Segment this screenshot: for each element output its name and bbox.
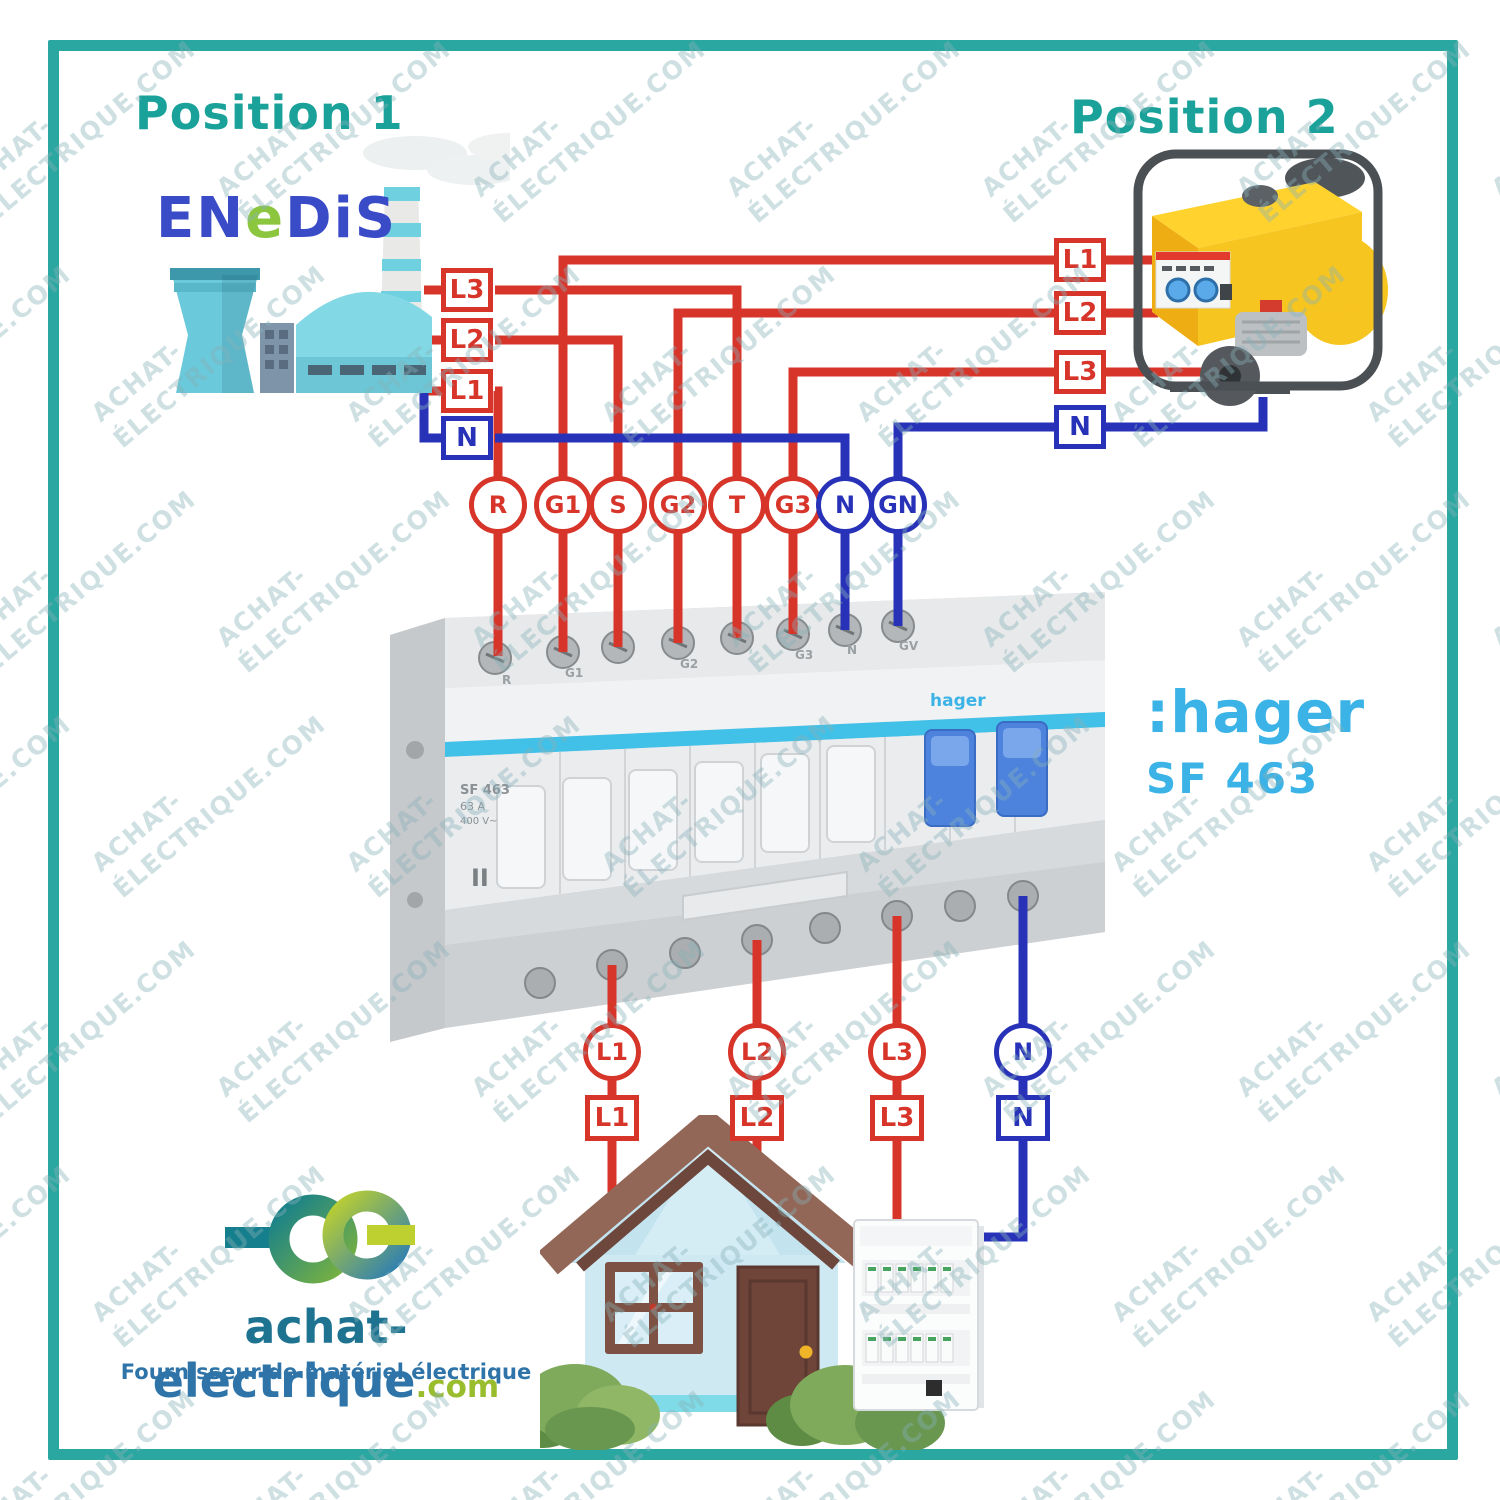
output-circle-l2: L2 (728, 1023, 786, 1081)
grid-label-l2: L2 (441, 318, 493, 362)
footer-tagline: Fournisseur de matériel électrique (120, 1360, 532, 1384)
wordmark-tld: .com (415, 1369, 500, 1405)
switch-toggles (496, 721, 1048, 889)
device-position-mark: II (471, 864, 489, 892)
terminal-T: T (708, 476, 766, 534)
chimney (381, 187, 422, 315)
output-circle-l3: L3 (868, 1023, 926, 1081)
generator-frame (1133, 149, 1383, 391)
house-illustration (540, 1115, 945, 1450)
hager-brand-text: :hager (1146, 678, 1366, 746)
achat-electrique-logo-mark (225, 1190, 415, 1284)
socket (1165, 277, 1191, 303)
device-print-G2: G2 (680, 657, 698, 671)
terminal-R: R (469, 476, 527, 534)
output-circle-n: N (994, 1023, 1052, 1081)
generator-label-l3: L3 (1054, 350, 1106, 394)
device-print-amps: 63 A (460, 800, 485, 813)
output-box-l3: L3 (870, 1095, 924, 1141)
wordmark-electrique: electrique (152, 1354, 416, 1408)
wordmark-dash: - (388, 1300, 408, 1354)
terminal-G3: G3 (764, 476, 822, 534)
enedis-logo-part2: e (245, 186, 286, 251)
window (605, 1262, 703, 1354)
device-print-GV: GV (899, 639, 919, 653)
electrical-panel-illustration (853, 1219, 984, 1411)
wordmark-achat: achat (244, 1300, 389, 1354)
generator-label-n: N (1054, 405, 1106, 449)
wire-gen-l1-to-G1 (558, 255, 1158, 480)
generator-illustration (1133, 149, 1388, 406)
roof (540, 1115, 880, 1275)
terminal-G2: G2 (649, 476, 707, 534)
output-box-l1: L1 (585, 1095, 639, 1141)
power-plant-illustration (170, 133, 510, 393)
grid-label-n: N (441, 416, 493, 460)
switch-handle (682, 870, 848, 922)
generator-label-l2: L2 (1054, 291, 1106, 335)
device-print-volts: 400 V~ (460, 816, 498, 827)
device-print-R: R (502, 673, 511, 687)
output-circle-l1: L1 (583, 1023, 641, 1081)
terminal-GN: GN (869, 476, 927, 534)
achat-electrique-wordmark: achat-electrique.com (88, 1300, 564, 1408)
device-left-cap (390, 618, 445, 1042)
device-top-terminal-band (445, 592, 1105, 688)
position-1-title: Position 1 (135, 86, 404, 140)
device-face-brand: hager (930, 691, 986, 711)
cooling-tower (172, 275, 258, 393)
engine-block (1235, 312, 1307, 356)
output-box-n: N (996, 1095, 1050, 1141)
top-screw-terminals (478, 609, 915, 675)
wire-phase-drops (493, 505, 798, 656)
device-cyan-stripe (445, 712, 1105, 757)
generator-label-l1: L1 (1054, 238, 1106, 282)
grid-label-l3: L3 (441, 268, 493, 312)
enedis-logo: ENeDiS (156, 186, 397, 251)
device-print-G3: G3 (795, 648, 813, 662)
socket (1193, 277, 1219, 303)
control-panel (1155, 251, 1231, 309)
terminal-G1: G1 (534, 476, 592, 534)
door-knob (799, 1345, 813, 1359)
enedis-logo-part1: EN (156, 186, 246, 251)
device-print-model: SF 463 (460, 783, 510, 798)
wire-grid-l3-to-T (424, 285, 742, 480)
position-2-title: Position 2 (1070, 90, 1339, 144)
hager-model-text: SF 463 (1146, 754, 1320, 803)
device-print-G1: G1 (565, 666, 583, 680)
fuel-cap (1242, 185, 1278, 207)
enedis-logo-part3: DiS (285, 186, 398, 251)
terminal-N: N (816, 476, 874, 534)
wire-gen-l2-to-G2 (673, 308, 1158, 480)
diagram-frame (48, 40, 1458, 1460)
device-print-N: N (847, 643, 857, 657)
terminal-S: S (589, 476, 647, 534)
output-box-l2: L2 (730, 1095, 784, 1141)
qr-code (926, 1380, 942, 1396)
hager-annotation: :hager SF 463 (1146, 678, 1365, 803)
grid-label-l1: L1 (441, 369, 493, 413)
wire-out-n-to-panel (983, 896, 1028, 1242)
breaker-row (865, 1263, 954, 1293)
breaker-row (865, 1333, 954, 1363)
